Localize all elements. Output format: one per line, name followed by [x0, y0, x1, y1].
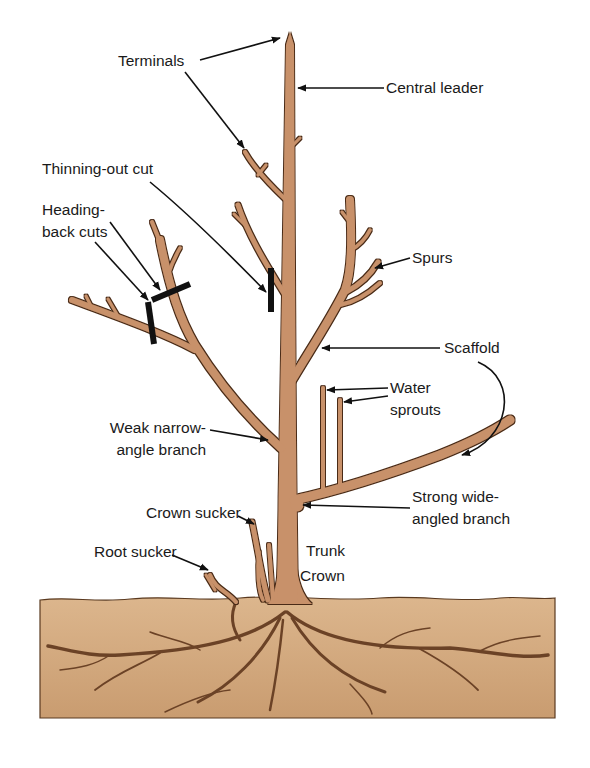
part-label: Crown [300, 565, 380, 587]
part-label: Root sucker [94, 541, 224, 563]
part-label: Spurs [412, 247, 512, 269]
root-system [48, 602, 548, 714]
part-label: Thinning-out cut [42, 158, 202, 180]
part-label: Heading-back cuts [42, 199, 126, 243]
part-label: Crown sucker [146, 502, 276, 524]
part-label: Water sprouts [390, 377, 454, 421]
cut-marks [148, 268, 271, 344]
part-label: Terminals [118, 50, 238, 72]
part-label: Weak narrow-angle branch [80, 417, 206, 461]
part-label: Trunk [306, 540, 386, 562]
soil-band [40, 597, 555, 718]
part-label: Scaffold [444, 337, 564, 359]
part-label: Central leader [386, 77, 536, 99]
part-label: Strong wide-angled branch [412, 486, 512, 530]
